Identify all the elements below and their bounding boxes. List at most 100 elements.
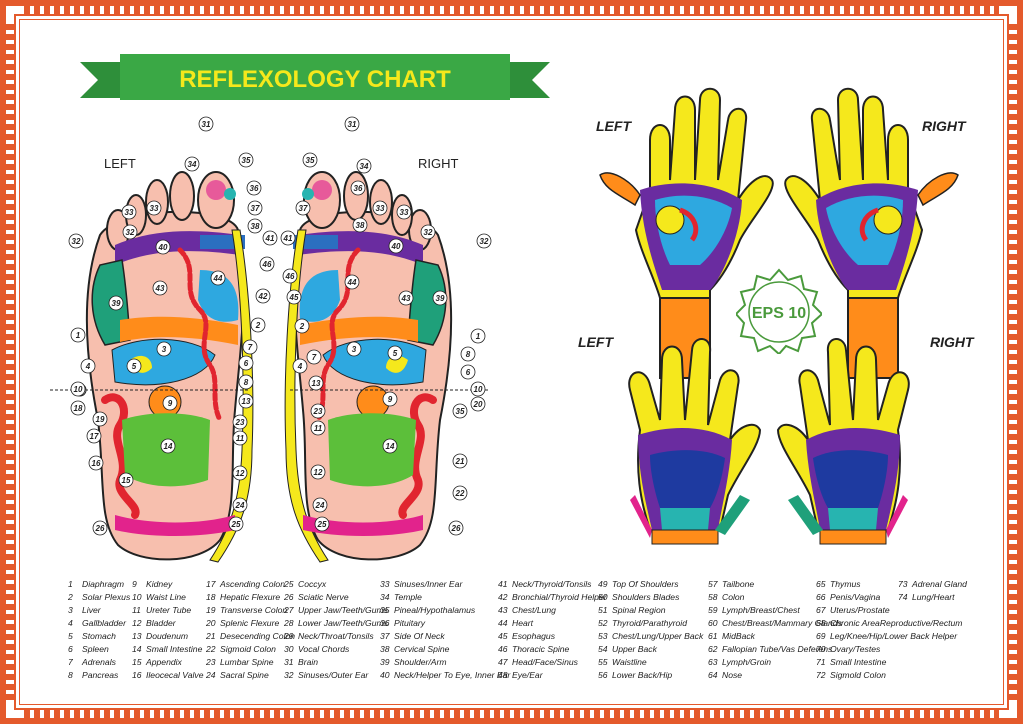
foot-number-marker <box>259 256 275 272</box>
foot-number-marker <box>280 230 296 246</box>
legend-item-number: 43 <box>498 605 508 615</box>
legend-item-label: Adrenals <box>82 657 116 667</box>
foot-number-marker <box>310 420 326 436</box>
legend-item-label: Leg/Knee/Hip/Lower Back Helper <box>830 631 958 641</box>
legend-item-number: 38 <box>380 644 390 654</box>
legend-item-label: Temple <box>394 592 422 602</box>
legend-item-number: 27 <box>284 605 294 615</box>
legend-item-number: 21 <box>206 631 216 641</box>
border-pattern-right <box>1009 24 1017 700</box>
legend-item-label: Waistline <box>612 657 647 667</box>
legend-item-label: Chest/Lung/Upper Back <box>612 631 704 641</box>
foot-number-marker <box>242 339 258 355</box>
foot-number-label: 10 <box>74 385 83 394</box>
legend-item-label: Transverse Colon <box>220 605 288 615</box>
foot-number-label: 43 <box>155 284 165 293</box>
legend-item-label: Thyroid/Parathyroid <box>612 618 687 628</box>
foot-number-marker <box>108 295 124 311</box>
legend-item-label: Small Intestine <box>146 644 203 654</box>
foot-number-label: 39 <box>436 294 445 303</box>
foot-number-label: 23 <box>313 407 323 416</box>
foot-number-marker <box>80 358 96 374</box>
foot-number-marker <box>470 328 486 344</box>
legend-item-number: 26 <box>284 592 294 602</box>
foot-number-marker <box>262 230 278 246</box>
legend-item-number: 17 <box>206 579 216 589</box>
legend-item-label: Lymph/Groin <box>722 657 772 667</box>
foot-number-label: 5 <box>132 362 137 371</box>
legend-item-label: Nose <box>722 670 743 680</box>
legend-item-label: Pituitary <box>394 618 426 628</box>
foot-number-marker <box>344 116 360 132</box>
legend-item-number: 8 <box>68 670 73 680</box>
foot-number-label: 34 <box>360 162 369 171</box>
legend-item-label: Desecending Colon <box>220 631 296 641</box>
foot-number-label: 35 <box>306 156 315 165</box>
foot-number-label: 8 <box>244 378 249 387</box>
foot-number-marker <box>372 200 388 216</box>
foot-number-marker <box>452 453 468 469</box>
foot-number-label: 46 <box>262 260 272 269</box>
border-pattern-bottom <box>24 710 999 718</box>
foot-number-marker <box>146 200 162 216</box>
foot-number-label: 33 <box>125 208 134 217</box>
foot-number-marker <box>228 516 244 532</box>
legend-item-label: Upper Back <box>612 644 657 654</box>
legend-item-label: Adrenal Gland <box>912 579 967 589</box>
foot-number-label: 38 <box>251 222 260 231</box>
foot-number-label: 40 <box>158 243 168 252</box>
foot-number-label: 13 <box>242 397 251 406</box>
legend-item-number: 33 <box>380 579 390 589</box>
page-title: REFLEXOLOGY CHART <box>179 66 451 93</box>
foot-number-marker <box>292 358 308 374</box>
legend-item-number: 4 <box>68 618 73 628</box>
legend-item-number: 24 <box>206 670 216 680</box>
legend-item-label: Lymph/Breast/Chest <box>722 605 800 615</box>
legend-item-number: 70 <box>816 644 826 654</box>
foot-number-marker <box>356 158 372 174</box>
legend-item-number: 41 <box>498 579 508 589</box>
legend-item-number: 23 <box>206 657 216 667</box>
foot-number-marker <box>302 152 318 168</box>
legend-item-label: Bladder <box>146 618 176 628</box>
legend-item-number: 10 <box>132 592 142 602</box>
foot-number-label: 12 <box>314 468 323 477</box>
legend-item-number: 7 <box>68 657 73 667</box>
legend-item-label: Lower Back/Hip <box>612 670 673 680</box>
foot-number-label: 17 <box>90 432 99 441</box>
legend-item: 43 Chest/Lung <box>498 604 607 617</box>
foot-number-marker <box>86 428 102 444</box>
foot-number-marker <box>152 280 168 296</box>
legend-item-label: Sinuses/Outer Ear <box>298 670 369 680</box>
legend-item-label: Side Of Neck <box>394 631 445 641</box>
foot-number-marker <box>470 381 486 397</box>
eps-badge-text: EPS 10 <box>752 305 806 322</box>
legend-item-label: Liver <box>82 605 101 615</box>
legend-item-label: Chest/Lung <box>512 605 556 615</box>
foot-number-label: 40 <box>391 242 401 251</box>
foot-number-marker <box>460 364 476 380</box>
